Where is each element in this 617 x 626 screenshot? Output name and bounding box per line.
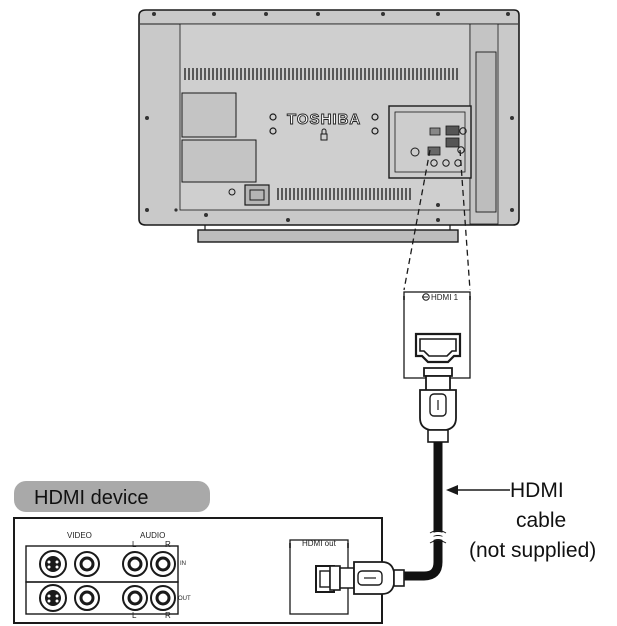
rear-panel-upper-plate: [181, 92, 237, 138]
audio-l-jack-out-icon: [122, 585, 148, 611]
mount-hole-icons: [269, 113, 379, 135]
video-jack-icon: [74, 551, 100, 577]
vent-grille-bottom: [277, 188, 411, 200]
power-inlet: [244, 184, 270, 206]
cable-callout-arrow: [446, 485, 510, 495]
device-badge-label: HDMI device: [34, 487, 148, 509]
vent-grille-top: [184, 68, 458, 80]
tv-hdmi1-port-detail: HDMI 1: [403, 291, 471, 379]
s-video-jack-out-icon: [39, 584, 67, 612]
hdmi-port-icon: [445, 125, 460, 136]
audio-r-jack-icon: [150, 551, 176, 577]
output-jack-row: [25, 581, 179, 615]
audio-l-label: L: [132, 540, 137, 549]
tv-rear-panel: TOSHIBA: [138, 9, 520, 243]
hdmi-device-badge: HDMI device: [14, 481, 210, 512]
video-label: VIDEO: [67, 531, 92, 540]
cable-callout-line1: HDMI: [510, 479, 564, 502]
audio-label: AUDIO: [140, 531, 165, 540]
in-label: IN: [180, 561, 186, 567]
hdmi-socket-icon: [414, 332, 462, 364]
out-l-label: L: [132, 611, 137, 620]
lock-icon: [320, 128, 328, 141]
s-video-jack-icon: [39, 550, 67, 578]
cable-callout-line3: (not supplied): [469, 539, 596, 562]
hdmi-plug-top-icon: [419, 367, 457, 443]
hdmi-cable: [396, 367, 457, 581]
out-label: OUT: [178, 596, 191, 602]
zoom-callout-lines: [403, 149, 471, 291]
brand-logo: TOSHIBA: [287, 111, 361, 128]
cable-callout-line2: cable: [516, 509, 566, 532]
audio-l-jack-icon: [122, 551, 148, 577]
input-jack-row: [25, 545, 179, 583]
out-r-label: R: [165, 611, 171, 620]
audio-r-label: R: [165, 540, 171, 549]
hdmi-device-panel: VIDEO AUDIO L R IN OUT L R: [13, 517, 405, 624]
video-jack-out-icon: [74, 585, 100, 611]
audio-r-jack-out-icon: [150, 585, 176, 611]
rear-panel-lower-plate: [181, 139, 257, 183]
hdmi-out-label: HDMI out: [302, 539, 337, 548]
screw-icons: [145, 12, 514, 222]
port-label: HDMI 1: [431, 293, 459, 302]
tv-stand: [197, 225, 459, 243]
tv-connector-panel: [388, 105, 472, 179]
hdmi-input-icon: [422, 293, 430, 301]
hdmi-plug-side-icon: [329, 561, 405, 595]
